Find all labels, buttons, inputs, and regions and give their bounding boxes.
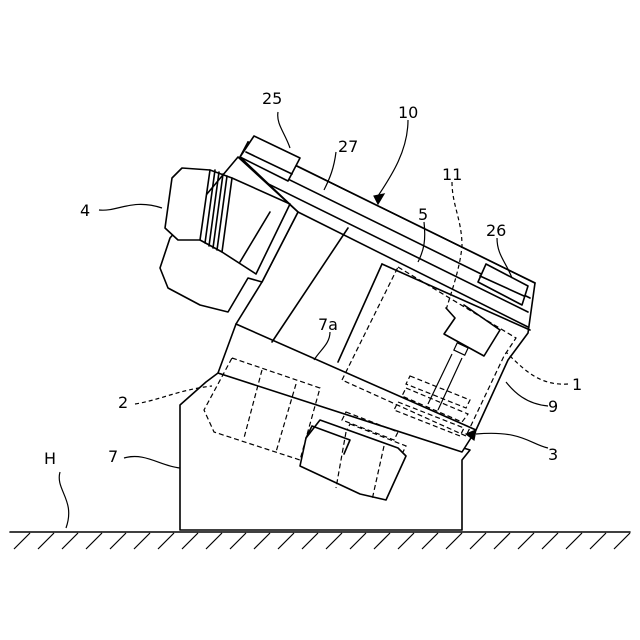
ground-floor	[10, 532, 630, 549]
label-27: 27	[338, 137, 358, 156]
label-26: 26	[486, 221, 506, 240]
label-11: 11	[442, 165, 462, 184]
lower-motor	[300, 420, 406, 500]
label-5: 5	[418, 205, 428, 224]
label-H: H	[44, 449, 56, 468]
label-7a: 7a	[318, 315, 338, 334]
label-1: 1	[572, 375, 582, 394]
label-7: 7	[108, 447, 118, 466]
label-25: 25	[262, 89, 282, 108]
label-2: 2	[118, 393, 128, 412]
label-4: 4	[80, 201, 90, 220]
label-3: 3	[548, 445, 558, 464]
label-9: 9	[548, 397, 558, 416]
label-10: 10	[398, 103, 418, 122]
